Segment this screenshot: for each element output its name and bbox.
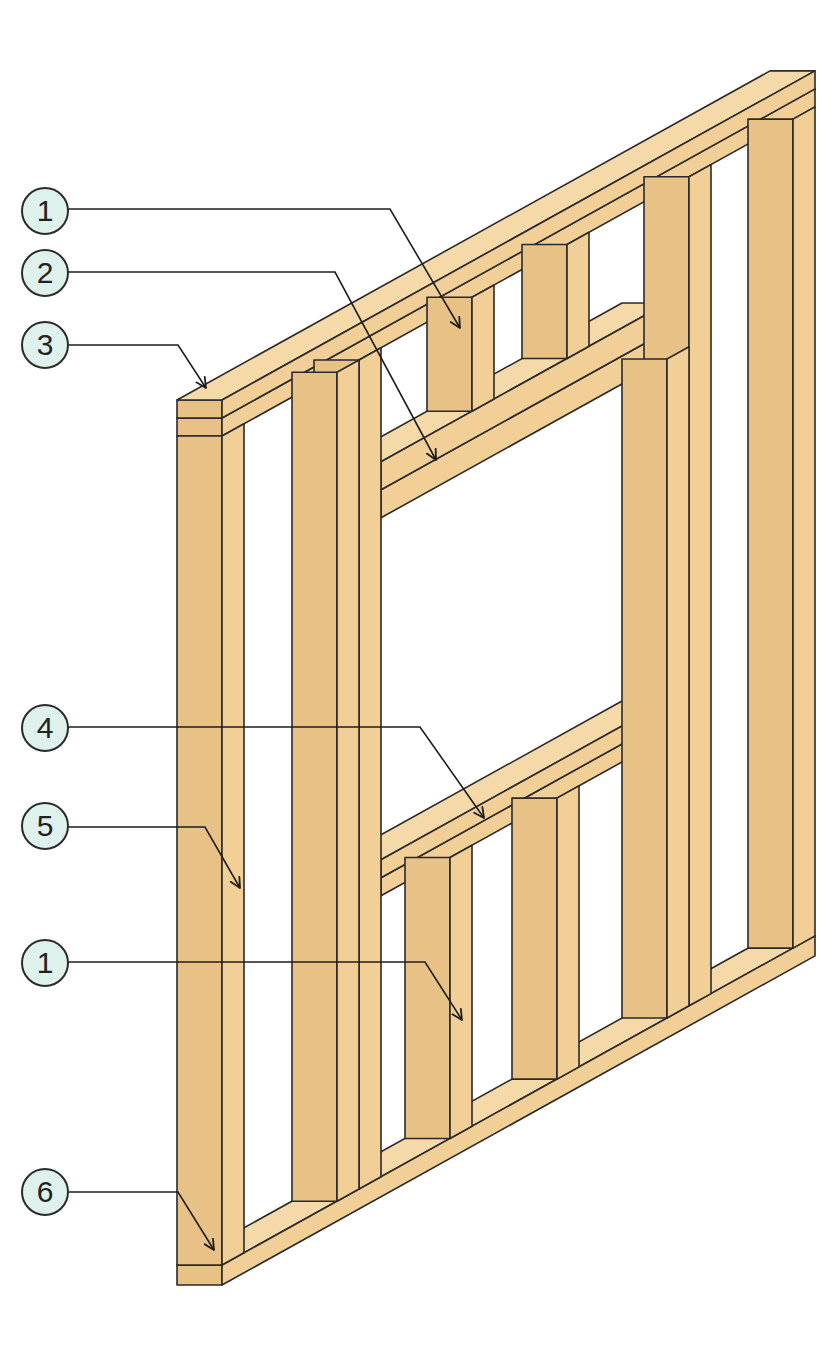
cripple-stud-side bbox=[427, 297, 472, 411]
leader-lines bbox=[68, 209, 484, 1250]
bottom-plate-top bbox=[177, 936, 815, 1265]
leader-line bbox=[68, 962, 462, 1020]
leader-line bbox=[68, 272, 436, 460]
callout-number: 5 bbox=[37, 811, 54, 841]
bottom-plate-side bbox=[177, 1265, 222, 1285]
callout-number: 4 bbox=[37, 713, 54, 743]
cripple-stud-side bbox=[405, 858, 450, 1139]
leader-line bbox=[68, 209, 460, 328]
stud-side bbox=[748, 119, 793, 948]
callout-circle: 5 bbox=[21, 802, 69, 850]
top-plate-side bbox=[177, 418, 222, 436]
leader-line bbox=[68, 827, 240, 888]
callout-circle: 4 bbox=[21, 704, 69, 752]
callout-circle: 2 bbox=[21, 249, 69, 297]
callout-number: 1 bbox=[37, 196, 54, 226]
stud-face bbox=[222, 424, 244, 1265]
sill-top bbox=[336, 701, 667, 860]
stud-side bbox=[177, 436, 222, 1265]
cripple-stud-side bbox=[522, 245, 567, 359]
callout-circle: 6 bbox=[21, 1168, 69, 1216]
callout-number: 3 bbox=[37, 330, 54, 360]
callout-circle: 1 bbox=[21, 187, 69, 235]
framing-members bbox=[177, 71, 815, 1285]
header-top bbox=[336, 303, 667, 462]
cripple-stud-face bbox=[557, 786, 579, 1079]
jack-stud-face bbox=[667, 347, 689, 1018]
leader-line bbox=[68, 1192, 214, 1250]
cripple-stud-face bbox=[450, 845, 472, 1138]
cripple-stud-face bbox=[472, 285, 494, 411]
top-plate-side bbox=[177, 400, 222, 418]
stud-face bbox=[793, 107, 815, 948]
leader-line bbox=[68, 727, 484, 818]
jack-stud-side bbox=[622, 359, 667, 1018]
king-stud-side bbox=[292, 372, 337, 1201]
callout-number: 1 bbox=[37, 948, 54, 978]
callout-circle: 1 bbox=[21, 939, 69, 987]
cripple-stud-face bbox=[567, 232, 589, 358]
jack-stud-face bbox=[359, 348, 381, 1189]
top-plate-top bbox=[177, 71, 815, 400]
leader-line bbox=[68, 345, 206, 388]
king-stud-face bbox=[689, 165, 711, 1006]
king-stud-face bbox=[337, 360, 359, 1201]
callout-number: 2 bbox=[37, 258, 54, 288]
cripple-stud-side bbox=[512, 798, 557, 1079]
callout-circle: 3 bbox=[21, 321, 69, 369]
callout-number: 6 bbox=[37, 1177, 54, 1207]
